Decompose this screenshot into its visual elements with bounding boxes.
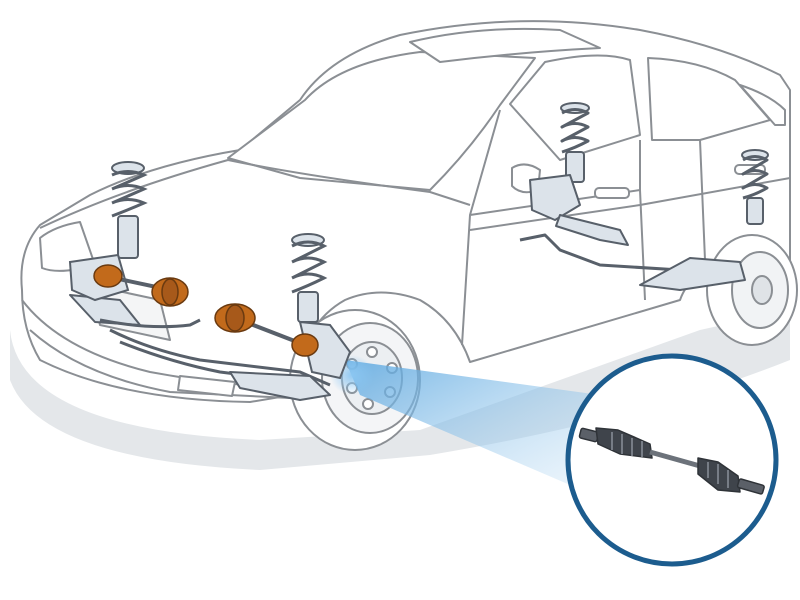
subframe-rail xyxy=(109,328,331,387)
front-subframe xyxy=(69,294,331,401)
inner-cv-boot xyxy=(595,427,653,459)
cv-boot-outer xyxy=(291,333,319,357)
fog-light xyxy=(177,375,236,397)
strut-front-right xyxy=(291,233,352,380)
rear-quarter-window xyxy=(739,84,786,126)
front-door-handle xyxy=(594,187,630,199)
strut-body xyxy=(297,291,319,323)
inner-boot-ribs xyxy=(611,432,643,457)
hood-line xyxy=(39,159,471,229)
drive-shaft-left xyxy=(93,264,189,307)
sunroof xyxy=(409,27,601,63)
axle-outer-spindle xyxy=(736,478,765,495)
outer-boot-ribs xyxy=(707,462,729,488)
windshield xyxy=(227,51,536,191)
rear-knuckle xyxy=(529,174,581,221)
wheel-lug xyxy=(362,398,374,410)
drive-axle-closeup xyxy=(578,427,765,495)
rear-trailing-arm xyxy=(555,214,629,246)
axle-shaft xyxy=(649,449,701,469)
strut-body xyxy=(746,197,764,225)
cv-boot-outer xyxy=(93,264,123,288)
coil-spring xyxy=(111,170,148,218)
rear-suspension xyxy=(519,102,769,291)
cv-boot-ring xyxy=(161,278,179,306)
wheel-lug xyxy=(366,346,378,358)
sway-bar xyxy=(99,318,201,329)
coil-spring xyxy=(560,108,590,154)
rear-wheel xyxy=(706,234,798,346)
strut-body xyxy=(117,215,139,259)
cv-boot-ring xyxy=(225,304,245,332)
coil-spring xyxy=(291,240,328,294)
highlight-beam xyxy=(345,360,640,515)
coil-spring xyxy=(741,155,769,200)
car-body xyxy=(20,20,791,403)
rear-side-window xyxy=(647,57,771,141)
axle-callout xyxy=(565,353,779,567)
subframe-rail xyxy=(119,340,301,384)
lower-control-arm-right xyxy=(229,371,331,401)
body-crease xyxy=(469,177,791,231)
rear-control-arm xyxy=(639,257,746,291)
drive-shaft-right xyxy=(214,303,319,357)
